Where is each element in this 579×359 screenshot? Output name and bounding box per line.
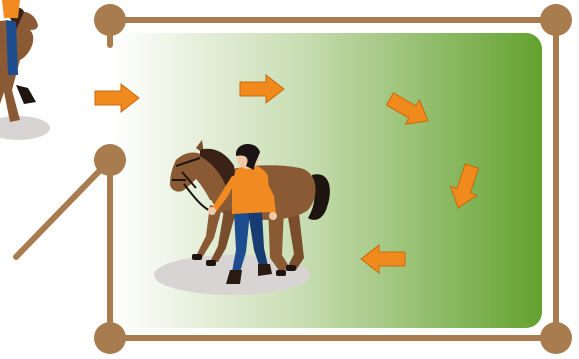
- fence-post: [94, 144, 126, 176]
- horse-hoof: [286, 265, 296, 271]
- rider-shirt: [2, 0, 20, 18]
- fence-post: [94, 4, 126, 36]
- rider-boot: [16, 85, 36, 104]
- rider-leg: [6, 20, 18, 75]
- horse-hoof: [206, 260, 216, 266]
- handler-hand: [269, 212, 277, 220]
- handler-hand: [208, 207, 216, 215]
- horse-hoof: [276, 270, 286, 276]
- fence-post: [540, 4, 572, 36]
- fence-post: [540, 322, 572, 354]
- horse-hoof: [192, 254, 202, 260]
- horse-rider-partial-icon: [0, 0, 50, 140]
- handler-boot: [258, 264, 272, 276]
- fence-gate-open: [16, 160, 110, 257]
- fence-post: [94, 322, 126, 354]
- shadow: [0, 116, 50, 140]
